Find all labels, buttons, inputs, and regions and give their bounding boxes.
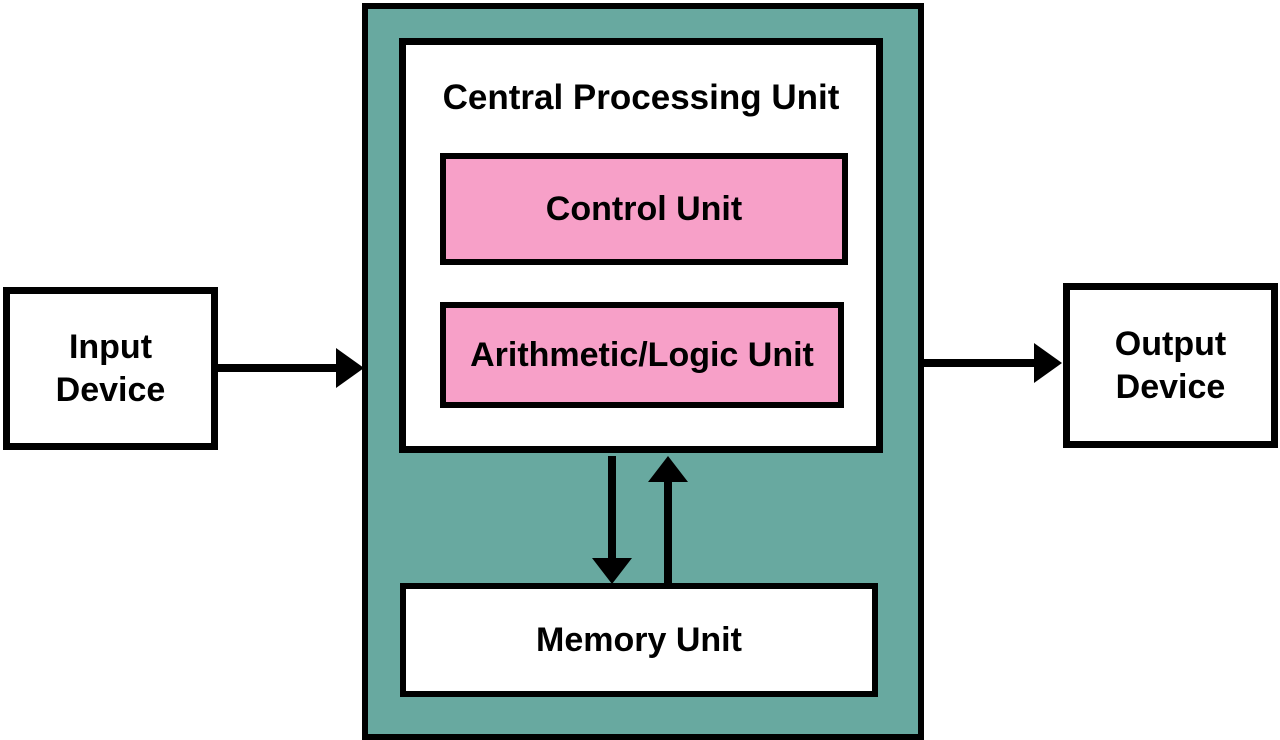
input-device-node: Input Device [3, 287, 218, 450]
arithmetic-logic-unit-label: Arithmetic/Logic Unit [470, 335, 814, 374]
control-unit-node: Control Unit [440, 153, 848, 265]
cpu-node: Central Processing Unit Control Unit Ari… [399, 38, 883, 453]
output-device-label: Output Device [1114, 324, 1227, 406]
input-device-label: Input Device [55, 327, 166, 409]
cpu-to-output-arrow [924, 343, 1062, 383]
memory-unit-node: Memory Unit [400, 583, 878, 697]
arithmetic-logic-unit-node: Arithmetic/Logic Unit [440, 302, 844, 408]
output-device-node: Output Device [1063, 283, 1278, 448]
memory-unit-label: Memory Unit [536, 620, 742, 659]
control-unit-label: Control Unit [545, 189, 743, 228]
cpu-title: Central Processing Unit [442, 78, 840, 117]
input-to-cpu-arrow [218, 348, 364, 388]
